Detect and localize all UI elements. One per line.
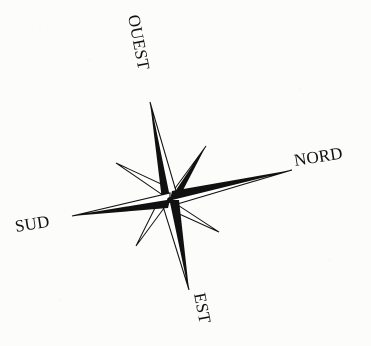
cardinal-points xyxy=(72,102,292,290)
label-sud: SUD xyxy=(14,212,51,236)
compass-rose xyxy=(72,102,292,290)
rose-center xyxy=(167,197,173,203)
label-est: EST xyxy=(190,291,215,325)
label-ouest: OUEST xyxy=(124,13,153,72)
label-nord: NORD xyxy=(293,144,344,170)
